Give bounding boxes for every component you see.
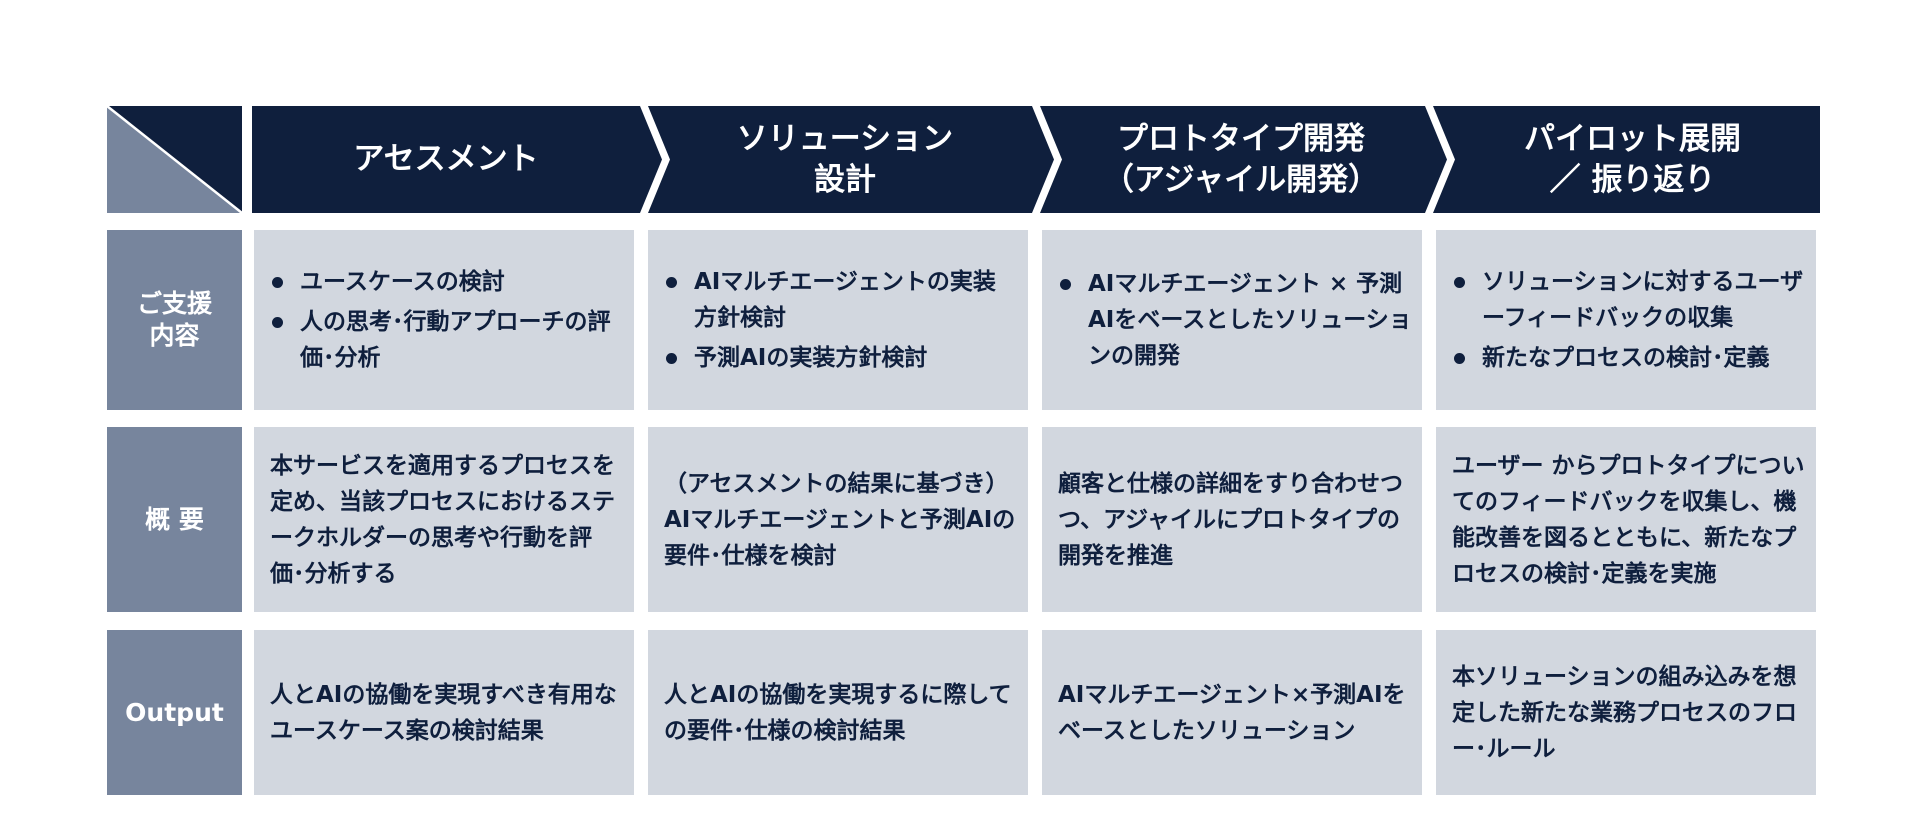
support-cell-4: ソリューションに対するユーザーフィードバックの収集 新たなプロセスの検討･定義 bbox=[1436, 230, 1816, 410]
support-item: AIマルチエージェント × 予測AIをベースとしたソリューションの開発 bbox=[1058, 266, 1412, 374]
summary-cell-3: 顧客と仕様の詳細をすり合わせつつ、アジャイルにプロトタイプの開発を推進 bbox=[1042, 427, 1422, 612]
row-label-support: ご支援 内容 bbox=[107, 230, 242, 410]
output-cell-2: 人とAIの協働を実現するに際しての要件･仕様の検討結果 bbox=[648, 630, 1028, 795]
output-text: AIマルチエージェント×予測AIをベースとしたソリューション bbox=[1058, 681, 1406, 744]
phase-chevron-3 bbox=[1040, 106, 1447, 213]
summary-text: （アセスメントの結果に基づき）AIマルチエージェントと予測AIの要件･仕様を検討 bbox=[664, 470, 1016, 569]
support-item: AIマルチエージェントの実装方針検討 bbox=[664, 264, 1018, 336]
support-item: ユースケースの検討 bbox=[270, 264, 624, 300]
phase-chevron-1 bbox=[252, 106, 662, 213]
phase-title-pilot: パイロット展開 ／ 振り返り bbox=[1524, 120, 1741, 198]
phase-header-bar bbox=[252, 106, 1820, 213]
output-cell-1: 人とAIの協働を実現すべき有用なユースケース案の検討結果 bbox=[254, 630, 634, 795]
phase-title-solution-design: ソリューション 設計 bbox=[736, 120, 954, 198]
support-cell-3: AIマルチエージェント × 予測AIをベースとしたソリューションの開発 bbox=[1042, 230, 1422, 410]
phase-chevron-2 bbox=[648, 106, 1054, 213]
support-item: ソリューションに対するユーザーフィードバックの収集 bbox=[1452, 264, 1806, 336]
phase-chevron-4 bbox=[1433, 106, 1820, 213]
support-item: 人の思考･行動アプローチの評価･分析 bbox=[270, 304, 624, 376]
corner-cell bbox=[107, 106, 242, 213]
row-label-output: Output bbox=[107, 630, 242, 795]
support-item: 予測AIの実装方針検討 bbox=[664, 340, 1018, 376]
summary-text: 顧客と仕様の詳細をすり合わせつつ、アジャイルにプロトタイプの開発を推進 bbox=[1058, 470, 1403, 569]
summary-text: ユーザー からプロトタイプについてのフィードバックを収集し、機能改善を図るととも… bbox=[1452, 452, 1805, 587]
support-item: 新たなプロセスの検討･定義 bbox=[1452, 340, 1806, 376]
support-cell-2: AIマルチエージェントの実装方針検討 予測AIの実装方針検討 bbox=[648, 230, 1028, 410]
phase-title-prototype: プロトタイプ開発 （アジャイル開発） bbox=[1102, 120, 1380, 198]
output-text: 本ソリューションの組み込みを想定した新たな業務プロセスのフロー･ルール bbox=[1452, 663, 1797, 762]
summary-text: 本サービスを適用するプロセスを定め、当該プロセスにおけるステークホルダーの思考や… bbox=[270, 452, 615, 587]
output-text: 人とAIの協働を実現すべき有用なユースケース案の検討結果 bbox=[270, 681, 617, 744]
output-text: 人とAIの協働を実現するに際しての要件･仕様の検討結果 bbox=[664, 681, 1012, 744]
output-cell-4: 本ソリューションの組み込みを想定した新たな業務プロセスのフロー･ルール bbox=[1436, 630, 1816, 795]
summary-cell-4: ユーザー からプロトタイプについてのフィードバックを収集し、機能改善を図るととも… bbox=[1436, 427, 1816, 612]
summary-cell-2: （アセスメントの結果に基づき）AIマルチエージェントと予測AIの要件･仕様を検討 bbox=[648, 427, 1028, 612]
support-cell-1: ユースケースの検討 人の思考･行動アプローチの評価･分析 bbox=[254, 230, 634, 410]
summary-cell-1: 本サービスを適用するプロセスを定め、当該プロセスにおけるステークホルダーの思考や… bbox=[254, 427, 634, 612]
row-label-summary: 概 要 bbox=[107, 427, 242, 612]
phase-title-assessment: アセスメント bbox=[353, 141, 539, 177]
output-cell-3: AIマルチエージェント×予測AIをベースとしたソリューション bbox=[1042, 630, 1422, 795]
